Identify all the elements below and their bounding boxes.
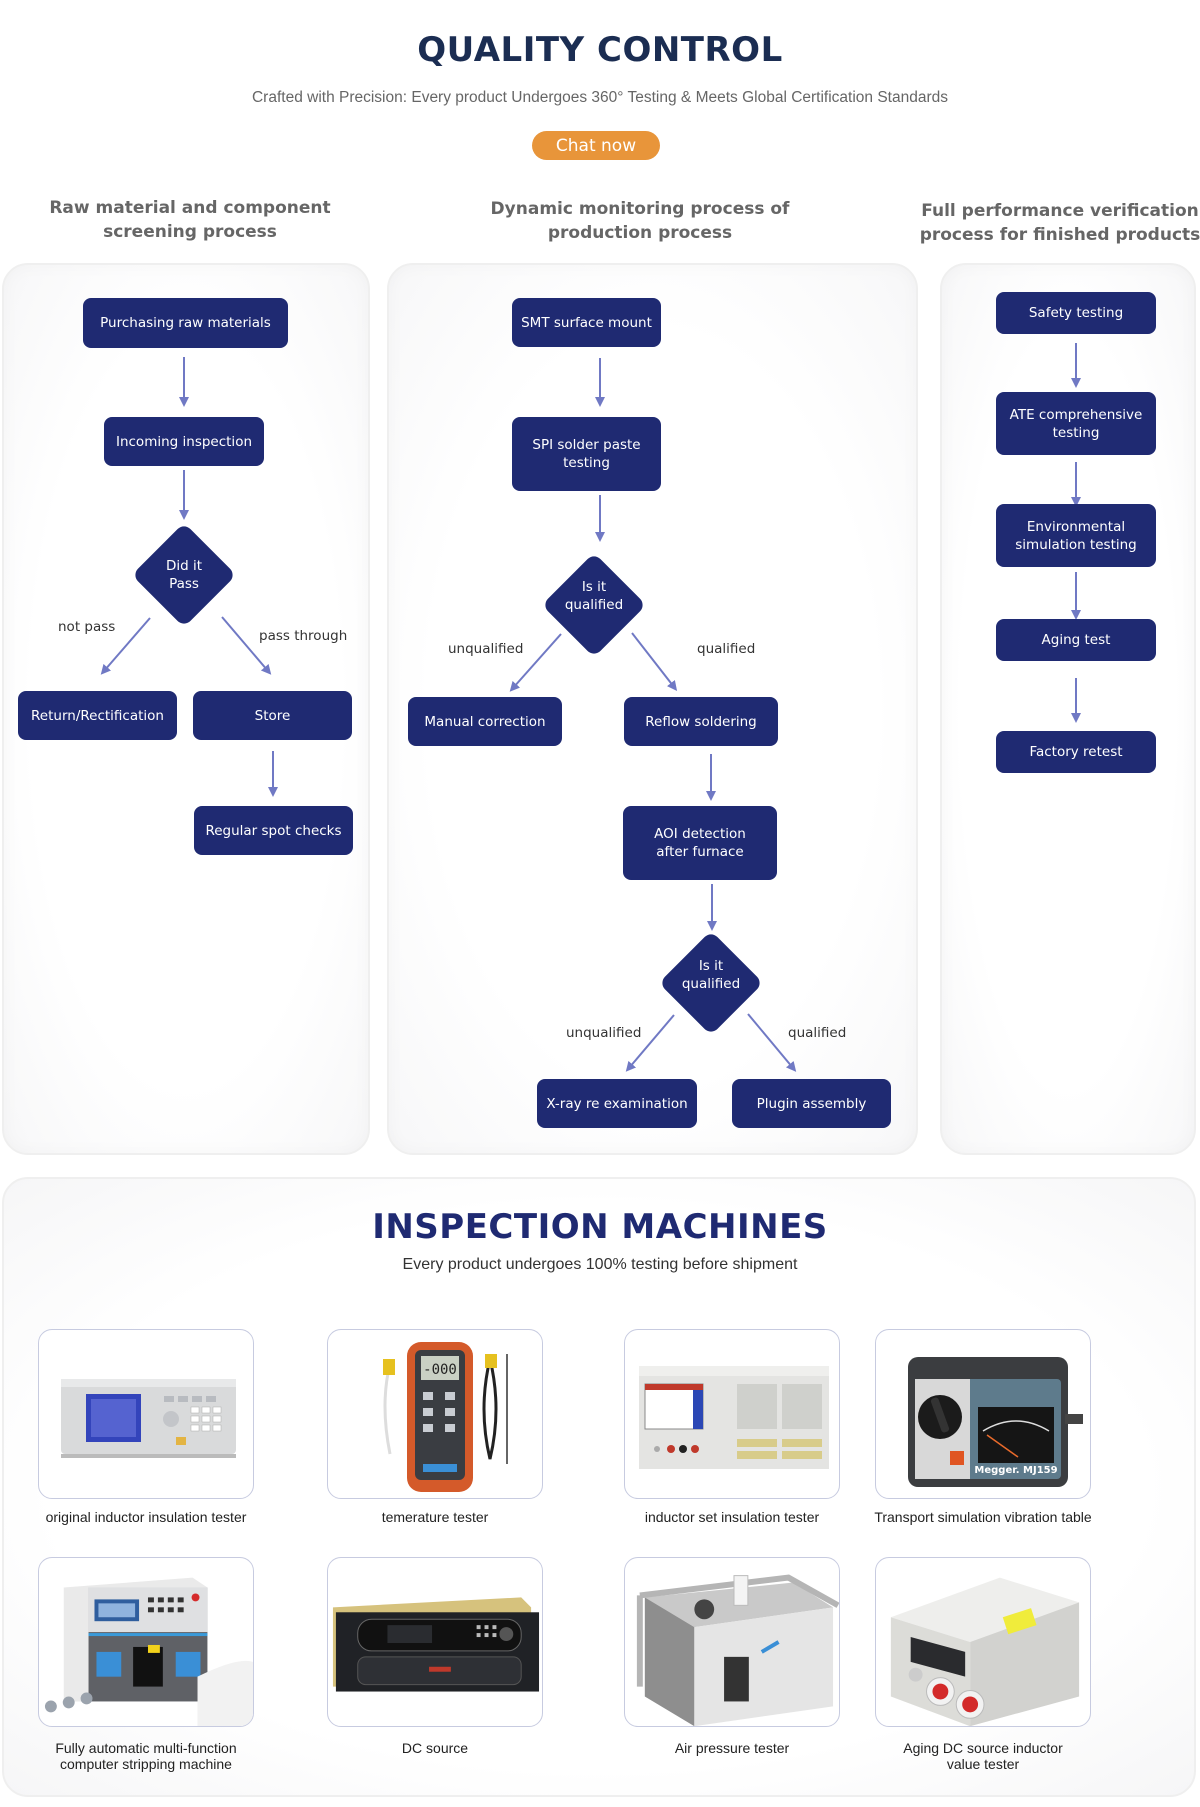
machine-caption: Fully automatic multi-function computer …: [55, 1740, 237, 1772]
thermometer-image: -000: [383, 1342, 508, 1492]
node-regular-spot-checks: Regular spot checks: [194, 806, 353, 855]
heading-line: process for finished products: [919, 225, 1200, 245]
machine-caption: inductor set insulation tester: [644, 1509, 820, 1525]
dc-source-image: [332, 1597, 540, 1692]
heading-line: screening process: [103, 222, 277, 242]
decision-is-it-qualified-1-label: Is it qualified: [544, 578, 644, 614]
node-aging-test: Aging test: [996, 619, 1156, 661]
node-incoming-inspection: Incoming inspection: [104, 417, 264, 466]
machine-caption: original inductor insulation tester: [45, 1509, 247, 1525]
node-spi-solder-paste-testing: SPI solder paste testing: [512, 417, 661, 491]
node-safety-testing: Safety testing: [996, 292, 1156, 334]
node-return-rectification: Return/Rectification: [18, 691, 177, 740]
node-manual-correction: Manual correction: [408, 697, 562, 746]
machine-caption: Transport simulation vibration table: [874, 1509, 1092, 1525]
machine-caption: DC source: [401, 1740, 469, 1756]
production-process-heading: Dynamic monitoring process of production…: [440, 197, 840, 245]
decision-line: Is it: [698, 958, 724, 974]
machine-card[interactable]: [624, 1329, 840, 1499]
heading-line: Raw material and component: [49, 198, 331, 218]
heading-line: Full performance verification: [921, 201, 1199, 221]
raw-process-heading: Raw material and component screening pro…: [20, 196, 360, 244]
megger-brand-text: Megger. MJ159: [974, 1465, 1057, 1476]
node-aoi-detection: AOI detection after furnace: [623, 806, 777, 880]
decision-is-it-qualified-2-label: Is it qualified: [661, 957, 761, 993]
machine-card[interactable]: [327, 1557, 543, 1727]
decision-line: Pass: [169, 576, 199, 592]
node-factory-retest: Factory retest: [996, 731, 1156, 773]
edge-label-qualified-1: qualified: [697, 641, 756, 657]
decision-line: Did it: [165, 558, 203, 574]
insulation-tester-image: [639, 1366, 829, 1469]
machine-card[interactable]: [38, 1557, 254, 1727]
edge-label-pass-through: pass through: [259, 628, 348, 644]
edge-label-qualified-2: qualified: [788, 1025, 847, 1041]
decision-line: Is it: [581, 579, 607, 595]
chat-now-button[interactable]: Chat now: [532, 131, 660, 160]
machine-caption: Aging DC source inductor value tester: [903, 1740, 1063, 1772]
node-store: Store: [193, 691, 352, 740]
node-ate-comprehensive-testing: ATE comprehensive testing: [996, 392, 1156, 455]
node-plugin-assembly: Plugin assembly: [732, 1079, 891, 1128]
decision-did-it-pass-label: Did it Pass: [134, 557, 234, 593]
machine-card[interactable]: -000: [327, 1329, 543, 1499]
machine-caption: Air pressure tester: [674, 1740, 790, 1756]
heading-line: production process: [547, 223, 733, 243]
air-pressure-image: [636, 1574, 839, 1726]
machine-card[interactable]: [875, 1557, 1091, 1727]
machine-card[interactable]: [624, 1557, 840, 1727]
inspection-machines-title: INSPECTION MACHINES: [372, 1207, 828, 1247]
machine-caption: temerature tester: [381, 1509, 489, 1525]
decision-line: qualified: [681, 976, 741, 992]
page-subtitle: Crafted with Precision: Every product Un…: [251, 89, 948, 106]
edge-label-unqualified-1: unqualified: [448, 641, 524, 657]
decision-line: qualified: [564, 597, 624, 613]
stripping-machine-image: [44, 1577, 253, 1726]
machine-card[interactable]: Megger. MJ159: [875, 1329, 1091, 1499]
machine-card[interactable]: [38, 1329, 254, 1499]
finished-process-heading: Full performance verification process fo…: [910, 199, 1200, 247]
node-xray-re-examination: X-ray re examination: [537, 1079, 697, 1128]
svg-text:-000: -000: [423, 1362, 457, 1378]
node-purchasing-raw-materials: Purchasing raw materials: [83, 298, 288, 348]
aging-tester-image: [890, 1577, 1080, 1726]
heading-line: Dynamic monitoring process of: [490, 199, 790, 219]
node-reflow-soldering: Reflow soldering: [624, 697, 778, 746]
bench-tester-image: [61, 1379, 236, 1458]
node-smt-surface-mount: SMT surface mount: [512, 298, 661, 347]
edge-label-not-pass: not pass: [58, 619, 116, 635]
page-title: QUALITY CONTROL: [417, 30, 783, 70]
inspection-machines-subtitle: Every product undergoes 100% testing bef…: [402, 1256, 798, 1273]
edge-label-unqualified-2: unqualified: [566, 1025, 642, 1041]
megger-tester-image: Megger. MJ159: [908, 1357, 1083, 1487]
node-environmental-simulation-testing: Environmental simulation testing: [996, 504, 1156, 567]
